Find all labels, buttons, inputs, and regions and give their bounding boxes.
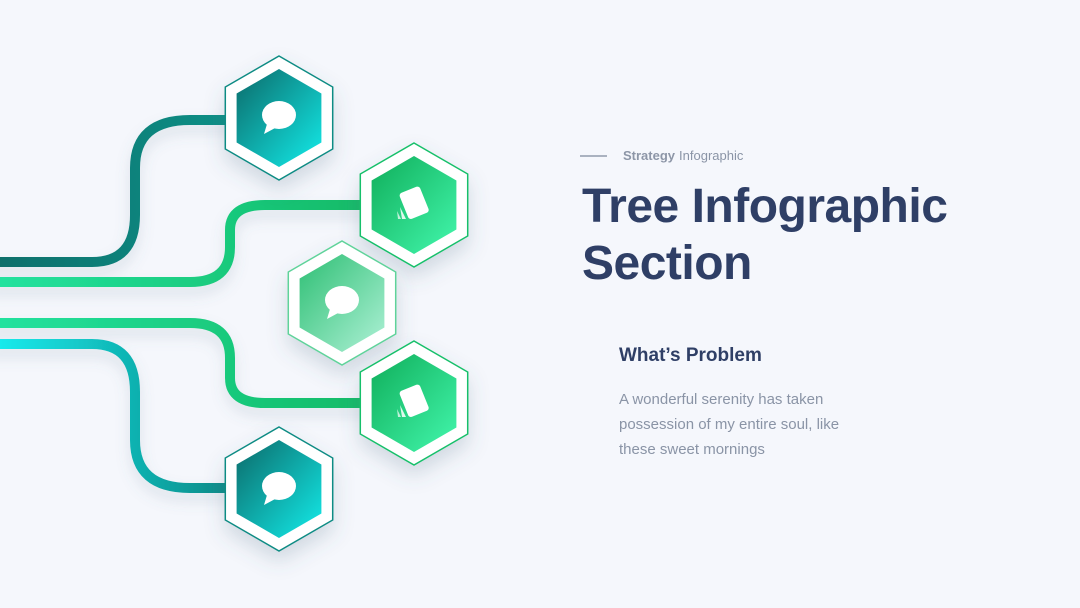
chat-bubble-icon bbox=[262, 101, 296, 134]
connector-line-4 bbox=[0, 318, 393, 408]
connector-line-1 bbox=[0, 115, 263, 267]
connector-line-2 bbox=[0, 200, 393, 287]
tree-node-5 bbox=[224, 426, 334, 552]
page-title: Tree Infographic Section bbox=[582, 178, 1062, 292]
connector-line-5 bbox=[0, 339, 263, 493]
tag-icon bbox=[397, 186, 429, 219]
section-body: A wonderful serenity has taken possessio… bbox=[619, 391, 840, 458]
tree-node-2 bbox=[359, 142, 469, 268]
tag-icon bbox=[397, 384, 429, 417]
section-heading: What’s Problem bbox=[619, 345, 762, 366]
eyebrow-rest: Infographic bbox=[679, 148, 744, 163]
eyebrow: Strategy Infographic bbox=[580, 148, 743, 163]
page-title-line2: Section bbox=[582, 237, 752, 290]
eyebrow-rule bbox=[580, 154, 607, 157]
chat-bubble-icon bbox=[262, 472, 296, 505]
tree-node-4 bbox=[359, 340, 469, 466]
tree-node-1 bbox=[224, 55, 334, 181]
chat-bubble-icon bbox=[325, 286, 359, 319]
tree-node-3 bbox=[287, 240, 397, 366]
eyebrow-strong: Strategy bbox=[623, 148, 676, 163]
tree-diagram bbox=[0, 55, 469, 552]
page-title-line1: Tree Infographic bbox=[582, 180, 948, 233]
